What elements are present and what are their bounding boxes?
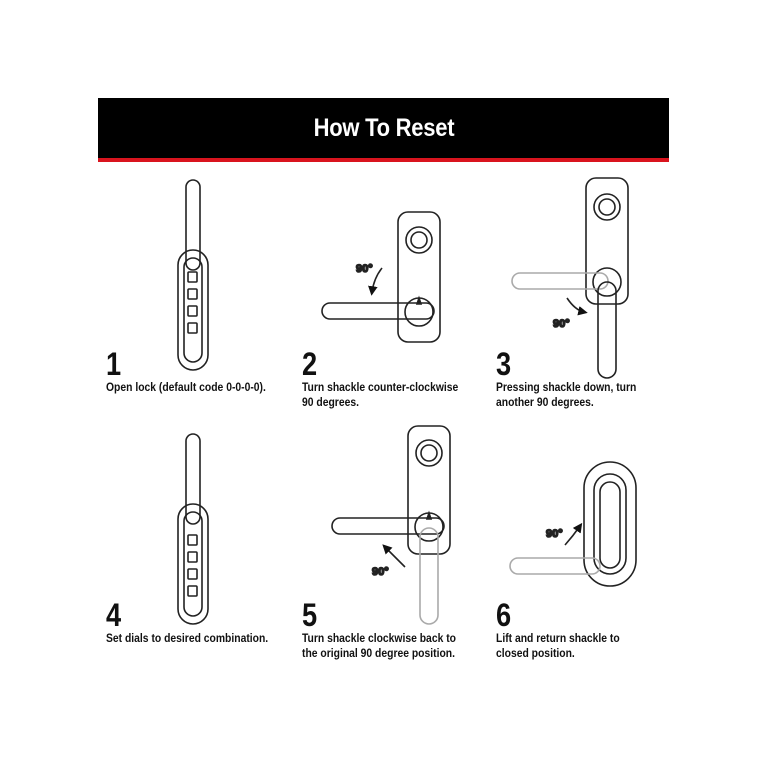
- step-text-1: Open lock (default code 0-0-0-0).: [106, 382, 266, 394]
- lock-closed-illustration-6: 90°: [509, 461, 637, 587]
- step-text-4: Set dials to desired combination.: [106, 633, 269, 645]
- step-text-6: Lift and return shackle to closed positi…: [496, 633, 620, 660]
- step-number-2: 2: [302, 346, 318, 382]
- lock-open-illustration-1: [177, 179, 209, 371]
- lock-return-illustration-5: 90°: [331, 425, 451, 625]
- lock-rotated-illustration-2: 90°: [321, 211, 441, 343]
- angle-label: 90°: [553, 318, 570, 330]
- angle-label: 90°: [372, 566, 389, 578]
- step-text-3: Pressing shackle down, turn another 90 d…: [496, 382, 637, 409]
- step-text-5: Turn shackle clockwise back to the origi…: [302, 633, 456, 660]
- lock-pressed-illustration-3: 90°: [511, 177, 629, 379]
- step-number-5: 5: [302, 597, 318, 633]
- step-number-4: 4: [106, 597, 122, 633]
- step-text-2: Turn shackle counter-clockwise 90 degree…: [302, 382, 459, 409]
- angle-label: 90°: [546, 528, 563, 540]
- step-number-3: 3: [496, 346, 512, 382]
- page-title: How To Reset: [313, 113, 454, 142]
- lock-dials-illustration-4: [177, 433, 209, 625]
- angle-label: 90°: [356, 263, 373, 275]
- step-number-6: 6: [496, 597, 512, 633]
- step-number-1: 1: [106, 346, 122, 382]
- title-banner: How To Reset: [98, 98, 669, 162]
